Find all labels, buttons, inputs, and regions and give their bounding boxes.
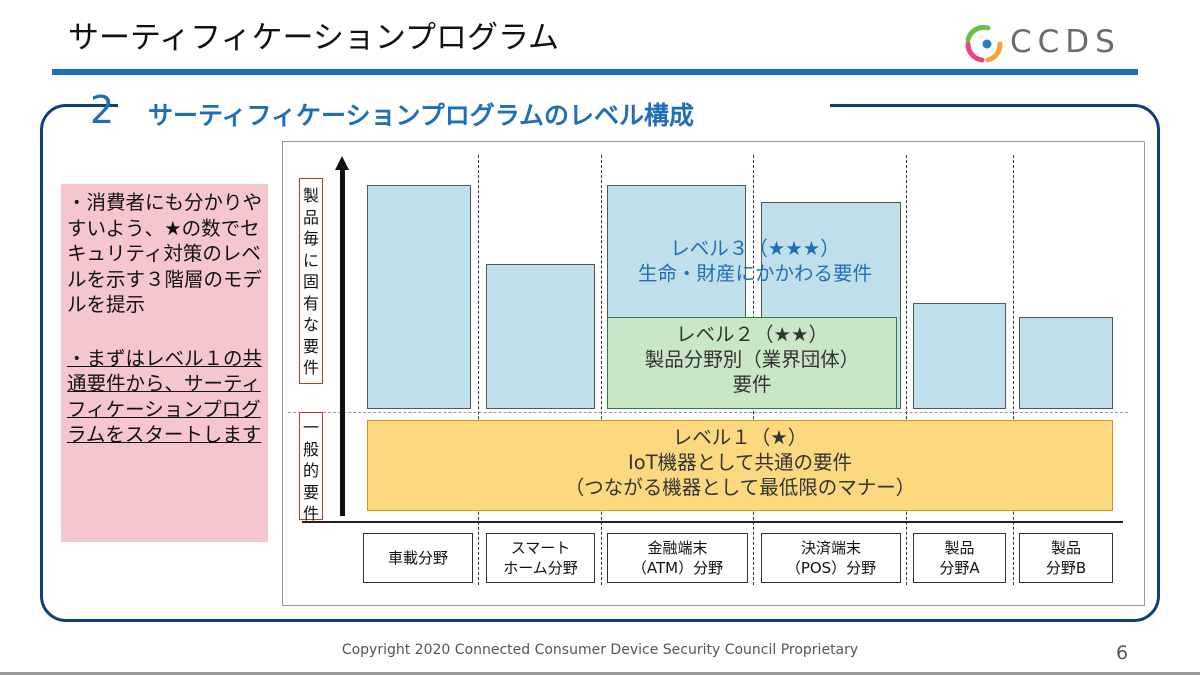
level-3-description: 生命・財産にかかわる要件 [637, 262, 872, 285]
column-divider [1013, 155, 1014, 585]
diagram-baseline [302, 521, 1123, 523]
category-label: 車載分野 [387, 549, 448, 567]
category-label: 決済端末 [800, 539, 861, 557]
arrow-up-shaft [340, 168, 345, 516]
column-divider [906, 155, 907, 585]
copyright-text: Copyright 2020 Connected Consumer Device… [341, 642, 859, 658]
column-divider [601, 155, 602, 585]
level-1-label: レベル１（★） IoT機器として共通の要件 （つながる機器として最低限のマナー） [367, 425, 1113, 500]
level-2-description: 製品分野別（業界団体） [644, 348, 860, 371]
level-1-description-2: （つながる機器として最低限のマナー） [564, 476, 916, 499]
logo-text: CCDS [1010, 24, 1121, 60]
bottom-rule [0, 672, 1200, 675]
slide-title: サーティフィケーションプログラム [68, 20, 560, 56]
category-label: ホーム分野 [503, 559, 578, 577]
category-label: スマート [510, 539, 571, 557]
level-2-title: レベル２（★★） [676, 323, 828, 346]
level-2-label: レベル２（★★） 製品分野別（業界団体） 要件 [607, 322, 897, 397]
frame-gap [118, 95, 830, 117]
level-3-label: レベル３（★★★） 生命・財産にかかわる要件 [600, 236, 910, 286]
axis-label-specific: 製品毎に固有な要件 [299, 178, 323, 384]
category-product-b: 製品 分野B [1019, 533, 1113, 583]
page-number: 6 [1116, 642, 1129, 664]
section-title: サーティフィケーションプログラムのレベル構成 [148, 101, 695, 130]
level-2-description-2: 要件 [732, 373, 772, 396]
level-diagram [282, 141, 1145, 606]
category-pos: 決済端末 （POS）分野 [761, 533, 901, 583]
level-1-description: IoT機器として共通の要件 [627, 451, 852, 474]
bar-smart-home [486, 264, 595, 409]
bar-automotive [367, 185, 471, 409]
level-divider [288, 412, 1128, 413]
arrow-up-icon [335, 156, 349, 170]
category-smart-home: スマート ホーム分野 [486, 533, 595, 583]
category-product-a: 製品 分野A [913, 533, 1006, 583]
level-1-title: レベル１（★） [672, 426, 808, 449]
note-paragraph-2: ・まずはレベル１の共通要件から、サーティフィケーションプログラムをスタートします [67, 346, 263, 447]
category-label: 製品 [944, 539, 975, 557]
category-label: 金融端末 [647, 539, 708, 557]
category-label: （POS）分野 [785, 559, 877, 577]
category-label: （ATM）分野 [631, 559, 724, 577]
section-number: 2 [90, 88, 115, 132]
level-1-band [367, 420, 1113, 511]
category-label: 分野A [939, 559, 980, 577]
category-label: 分野B [1045, 559, 1087, 577]
header-rule [52, 69, 1138, 75]
note-paragraph-1: ・消費者にも分かりやすいよう、★の数でセキュリティ対策のレベルを示す３階層のモデ… [67, 191, 263, 316]
category-atm: 金融端末 （ATM）分野 [607, 533, 748, 583]
category-automotive: 車載分野 [363, 533, 473, 583]
axis-label-general: 一般的要件 [299, 412, 323, 523]
bar-product-a [913, 303, 1006, 409]
ccds-logo-icon [965, 24, 1003, 63]
bar-product-b [1019, 317, 1113, 409]
column-divider [478, 155, 479, 585]
level-2-band [607, 317, 897, 409]
category-label: 製品 [1050, 539, 1081, 557]
summary-note: ・消費者にも分かりやすいよう、★の数でセキュリティ対策のレベルを示す３階層のモデ… [61, 184, 268, 542]
level-3-title: レベル３（★★★） [670, 237, 840, 260]
